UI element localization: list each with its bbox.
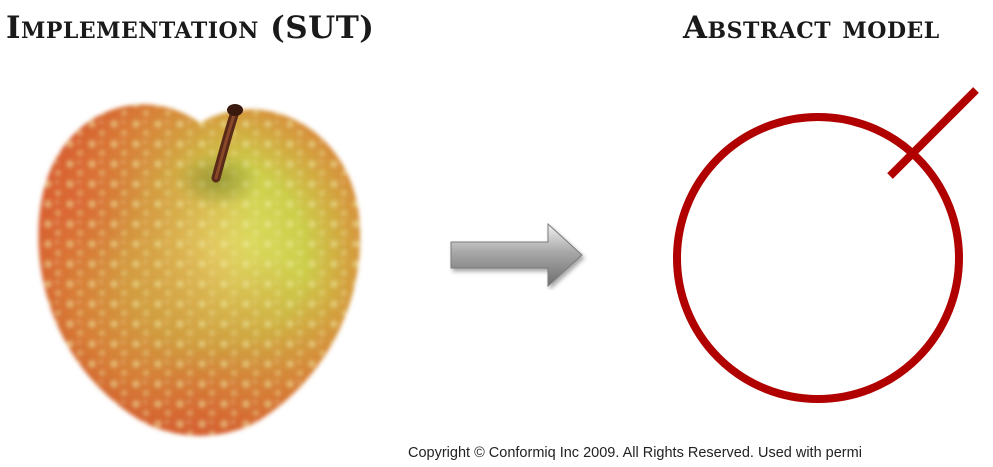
copyright-text: Copyright © Conformiq Inc 2009. All Righ…: [408, 445, 862, 461]
circle-with-stem-icon: [668, 80, 993, 425]
right-arrow-icon: [448, 220, 588, 290]
abstract-model-heading: Abstract model: [683, 10, 940, 46]
implementation-heading: Implementation (SUT): [6, 10, 374, 46]
apple-image: [20, 78, 380, 448]
